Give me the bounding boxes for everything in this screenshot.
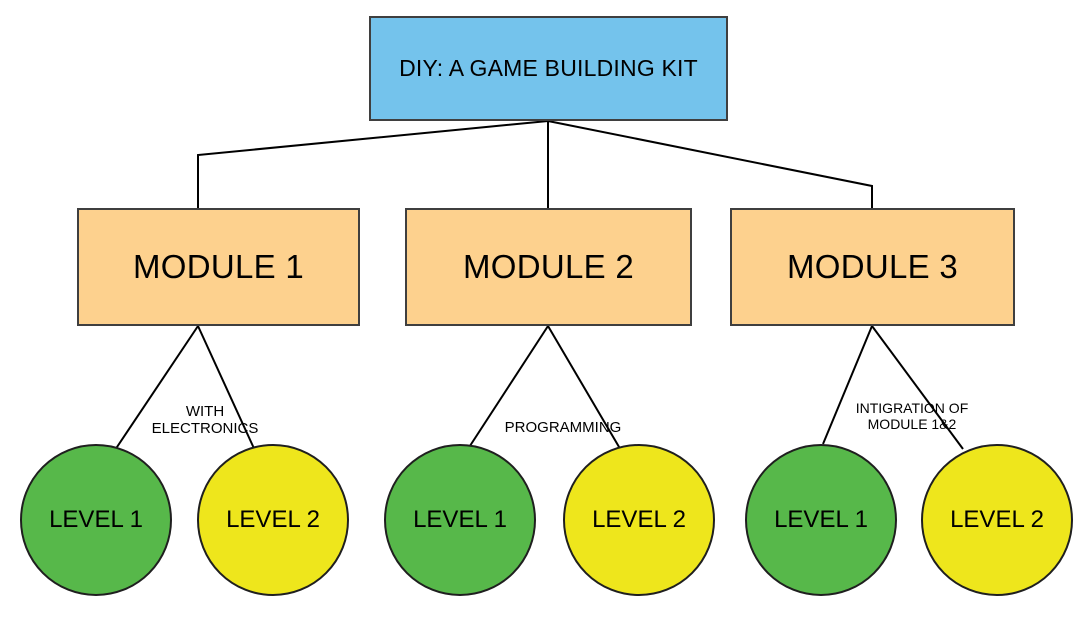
edge-label-module-3: INTIGRATION OF MODULE 1&2 [855,400,969,433]
edge-label-module-1: WITH ELECTRONICS [151,403,259,438]
node-title[interactable]: DIY: A GAME BUILDING KIT [369,16,728,121]
node-module-1[interactable]: MODULE 1 [77,208,360,326]
edge-module-1-to-level-1 [112,325,199,454]
node-module-1-level-1[interactable]: LEVEL 1 [20,444,172,596]
edge-root-to-module-1 [197,120,549,208]
edge-module-3-to-level-1 [822,325,873,445]
edge-module-2-to-level-2 [547,325,623,453]
node-module-2-level-2[interactable]: LEVEL 2 [563,444,715,596]
edge-label-module-2: PROGRAMMING [504,419,622,436]
edge-module-1-to-level-2 [197,325,258,456]
edge-module-3-to-level-2 [871,325,964,450]
node-module-1-level-2[interactable]: LEVEL 2 [197,444,349,596]
edge-module-2-to-level-1 [465,325,549,453]
node-module-2[interactable]: MODULE 2 [405,208,692,326]
node-module-2-level-1[interactable]: LEVEL 1 [384,444,536,596]
edge-root-to-module-3 [547,120,873,208]
node-module-3[interactable]: MODULE 3 [730,208,1015,326]
node-module-3-level-2[interactable]: LEVEL 2 [921,444,1073,596]
node-module-3-level-1[interactable]: LEVEL 1 [745,444,897,596]
